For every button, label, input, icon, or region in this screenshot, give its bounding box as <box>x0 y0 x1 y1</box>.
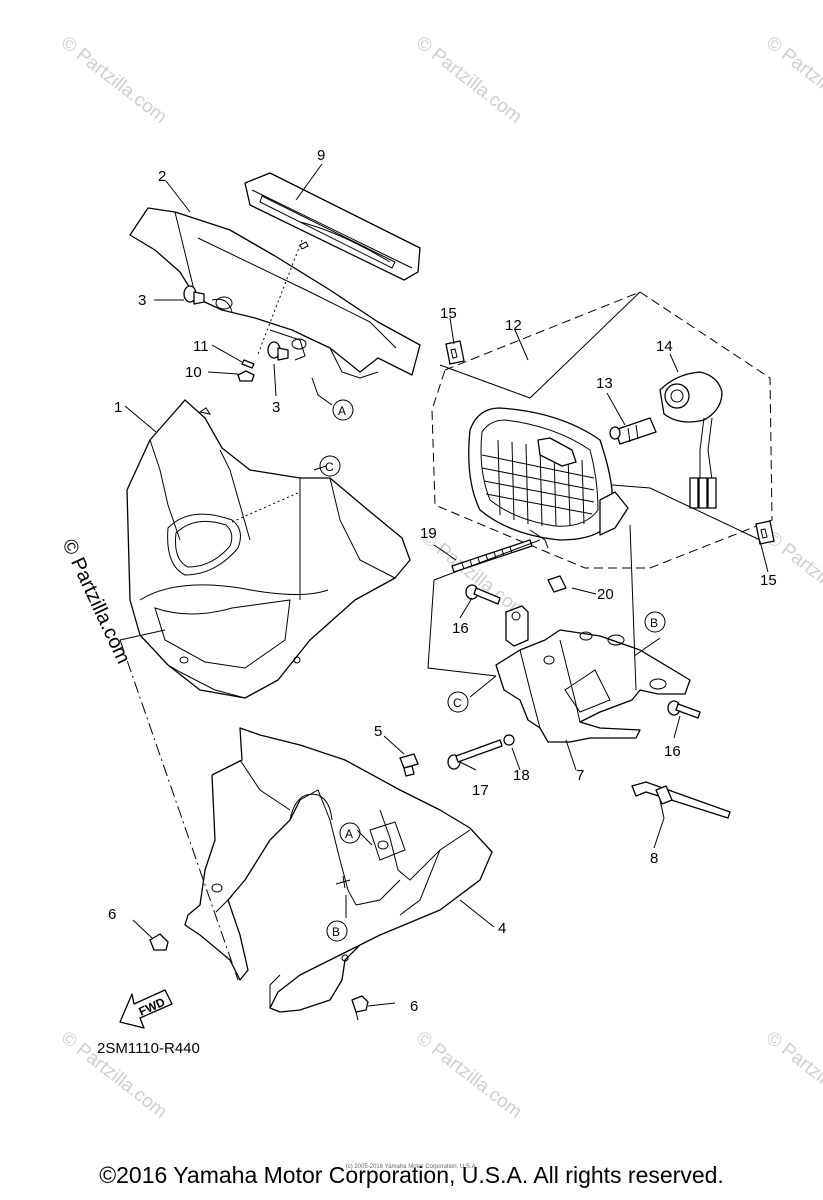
callout-16: 16 <box>452 620 469 637</box>
ref-c-top: C <box>325 460 334 474</box>
callout-6: 6 <box>410 998 418 1015</box>
diagram-code: 2SM1110-R440 <box>97 1040 200 1057</box>
meter-panel-drawing <box>244 172 421 281</box>
grommet-drawing <box>183 285 289 382</box>
callout-20: 20 <box>597 586 614 603</box>
ref-b-bottom: B <box>332 925 340 939</box>
copyright-small: (c) 2005-2016 Yamaha Motor Corporation, … <box>345 1164 478 1170</box>
fwd-arrow: FWD <box>119 989 173 1029</box>
socket-drawing <box>659 371 723 509</box>
callout-15: 15 <box>440 305 457 322</box>
callout-17: 17 <box>472 782 489 799</box>
callout-14: 14 <box>656 338 673 355</box>
leader-lines <box>119 163 769 1007</box>
callout-1: 1 <box>114 399 122 416</box>
callout-15: 15 <box>760 572 777 589</box>
ref-a-top: A <box>338 404 346 418</box>
lower-cowl-drawing <box>184 727 493 1013</box>
fwd-label: FWD <box>137 995 168 1019</box>
adjust-screw-drawing <box>451 539 567 593</box>
watermark: © Partzilla.com <box>412 1027 526 1122</box>
callout-18: 18 <box>513 767 530 784</box>
callout-labels: 9 2 3 11 10 3 1 15 12 14 13 19 15 20 16 … <box>108 147 777 1015</box>
headlight-assembly-drawing <box>431 291 773 569</box>
callout-11: 11 <box>193 338 209 355</box>
copyright-notice: ©2016 Yamaha Motor Corporation, U.S.A. A… <box>99 1162 724 1188</box>
callout-3: 3 <box>272 399 280 416</box>
watermark: © Partzilla.com <box>57 32 171 127</box>
front-cowl-drawing <box>126 399 411 699</box>
clip-drawing <box>445 340 775 545</box>
callout-16: 16 <box>664 743 681 760</box>
callout-7: 7 <box>576 767 584 784</box>
reference-markers: A C B C A B <box>319 399 666 942</box>
callout-2: 2 <box>158 168 166 185</box>
callout-4: 4 <box>498 920 506 937</box>
watermark: © Partzilla.com <box>762 1027 823 1122</box>
callout-10: 10 <box>185 364 202 381</box>
callout-8: 8 <box>650 850 658 867</box>
ref-b-right: B <box>650 616 658 630</box>
callout-3: 3 <box>138 292 146 309</box>
headlight-bracket-drawing <box>495 605 691 743</box>
watermark: © Partzilla.com <box>412 32 526 127</box>
headlight-lens-grid <box>481 439 595 527</box>
callout-5: 5 <box>374 723 382 740</box>
bulb-drawing <box>609 417 657 445</box>
watermark: © Partzilla.com <box>762 32 823 127</box>
ref-a-bottom: A <box>345 827 353 841</box>
screw-drawing <box>149 753 419 1021</box>
wire-band-drawing <box>631 781 731 819</box>
callout-13: 13 <box>596 375 613 392</box>
ref-c-bracket: C <box>453 696 462 710</box>
callout-19: 19 <box>420 525 437 542</box>
callout-12: 12 <box>505 317 522 334</box>
bolt-drawing <box>447 584 701 770</box>
callout-9: 9 <box>317 147 325 164</box>
callout-6: 6 <box>108 906 116 923</box>
